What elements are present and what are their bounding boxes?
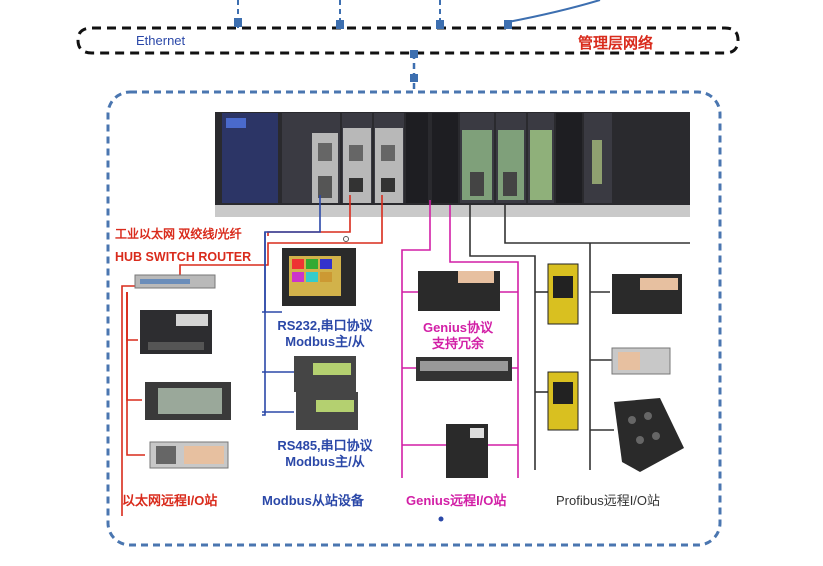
ethernet-label: Ethernet: [136, 33, 186, 48]
rs485-label: RS485,串口协议 Modbus主/从: [270, 438, 380, 470]
ethernet-io-device-2: [145, 382, 231, 420]
modbus-station-label: Modbus从站设备: [262, 493, 364, 508]
industrial-ethernet-label: 工业以太网 双绞线/光纤: [115, 227, 242, 241]
profibus-io-device-2: [611, 347, 671, 375]
management-network-ring: [76, 26, 740, 55]
modbus-slave-device-1: [294, 356, 356, 392]
plc-rack: [215, 112, 690, 217]
hub-switch-device: [134, 274, 216, 289]
genius-redundancy-text: 支持冗余: [431, 336, 484, 351]
hmi-touch-panel: [282, 248, 356, 306]
genius-io-device-2: [416, 357, 512, 381]
genius-io-device-1: [418, 271, 500, 311]
rs232-label: RS232,串口协议 Modbus主/从: [270, 318, 380, 350]
management-network-label: 管理层网络: [578, 35, 654, 52]
genius-io-device-3: [446, 424, 488, 478]
ethernet-io-device-3: [149, 441, 229, 469]
profibus-io-device-3: [614, 398, 684, 472]
rs232-mode-text: Modbus主/从: [285, 334, 365, 349]
profibus-io-device-1: [612, 274, 682, 314]
modbus-slave-device-2: [296, 392, 358, 430]
genius-protocol-label: Genius协议 支持冗余: [408, 320, 508, 352]
ethernet-io-station-label: 以太网远程I/O站: [122, 493, 218, 508]
rs232-protocol-text: RS232,串口协议: [277, 318, 373, 333]
genius-station-label: Genius远程I/O站: [406, 493, 507, 508]
hub-switch-label: HUB SWITCH ROUTER: [115, 250, 252, 264]
profibus-coupler-2: [547, 371, 579, 431]
ethernet-io-device-1: [140, 310, 212, 354]
genius-protocol-text: Genius协议: [422, 320, 494, 335]
system-panel-frame: [106, 90, 722, 547]
rs485-mode-text: Modbus主/从: [285, 454, 365, 469]
profibus-coupler-1: [547, 263, 579, 325]
rs485-protocol-text: RS485,串口协议: [277, 438, 373, 453]
profibus-station-label: Profibus远程I/O站: [556, 493, 661, 508]
